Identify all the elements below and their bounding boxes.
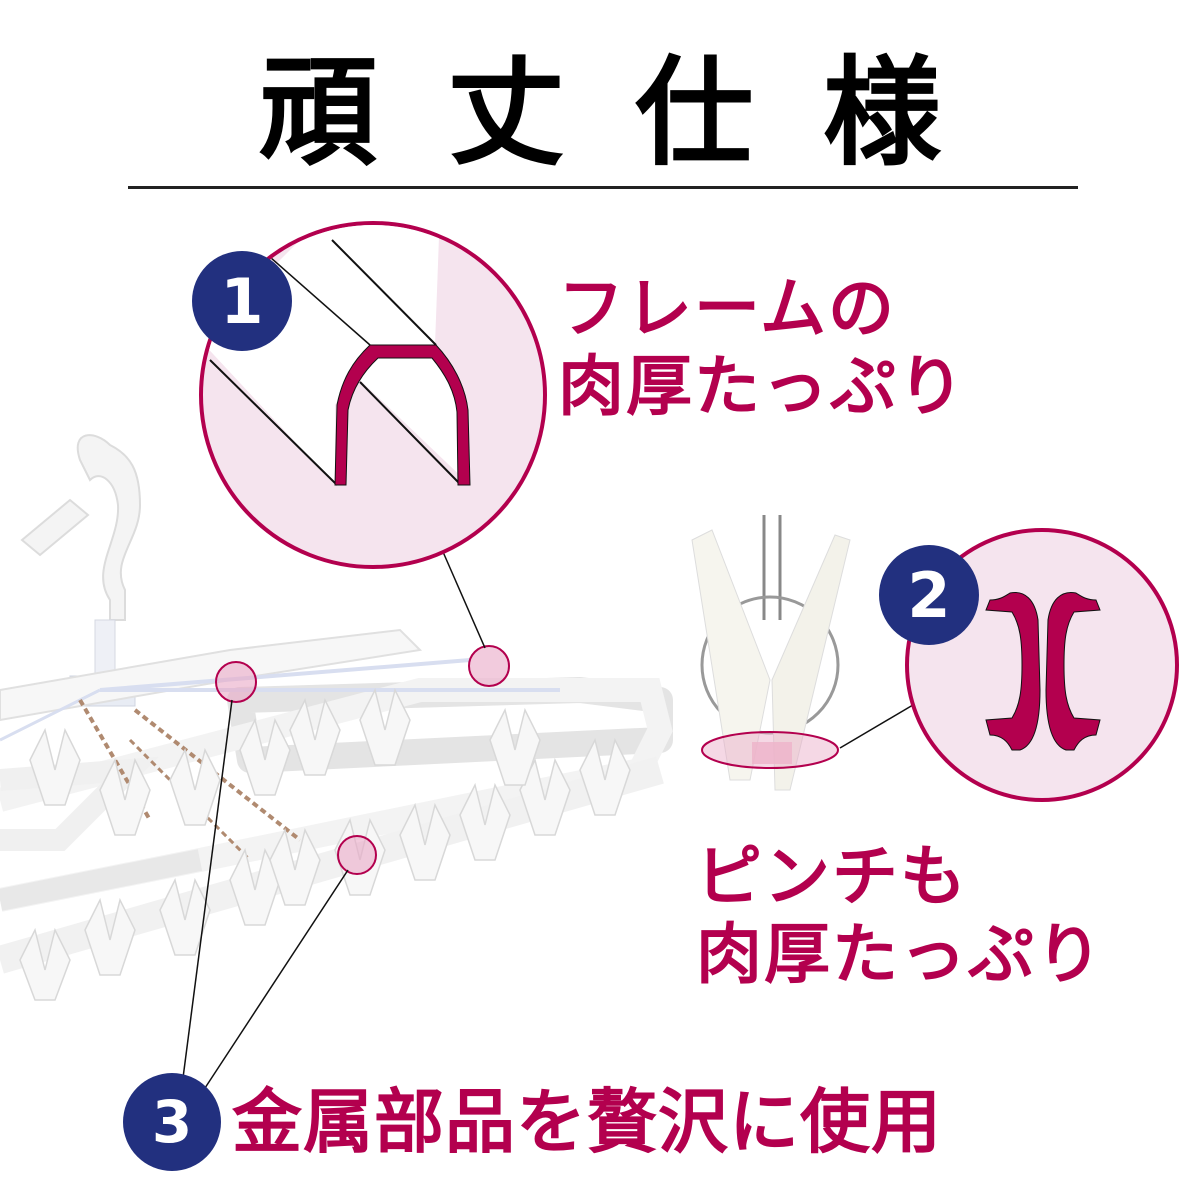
feature-1-caption: フレームの 肉厚たっぷり — [558, 270, 966, 426]
feature-2-caption: ピンチも 肉厚たっぷり — [696, 838, 1104, 994]
title-divider — [128, 186, 1078, 189]
feature-3-caption: 金属部品を贅沢に使用 — [232, 1081, 942, 1163]
feature-3-badge: 3 — [123, 1073, 221, 1171]
clothespin-image — [691, 515, 851, 791]
hanger-image — [0, 434, 673, 1001]
feature-1-caption-line1: フレームの — [558, 270, 897, 347]
feature-2-caption-line1: ピンチも — [696, 838, 968, 915]
feature-2-caption-line2: 肉厚たっぷり — [696, 916, 1104, 993]
page-title: 頑丈仕様 — [258, 44, 1011, 182]
feature-1-caption-line2: 肉厚たっぷり — [558, 348, 966, 425]
feature-1-badge: 1 — [192, 251, 292, 351]
feature-2-badge: 2 — [879, 545, 979, 645]
